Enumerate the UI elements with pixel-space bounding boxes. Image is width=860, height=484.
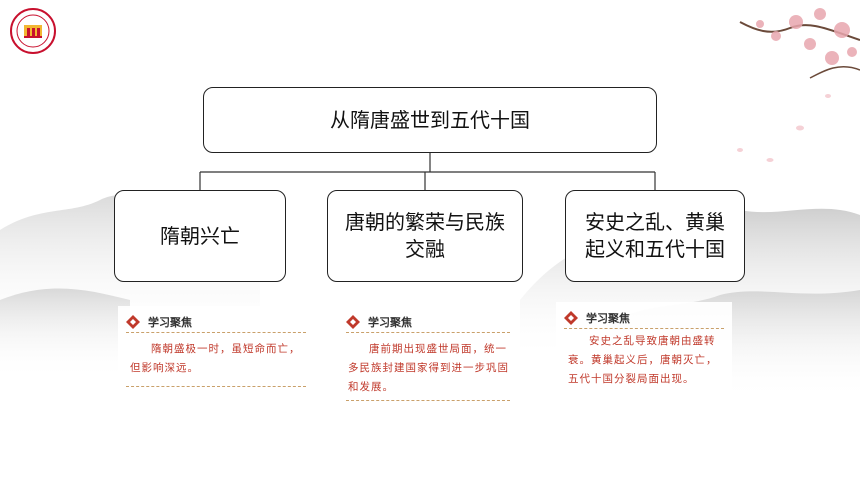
root-label: 从隋唐盛世到五代十国 [330, 107, 530, 132]
card-heading: 学习聚焦 [368, 316, 412, 329]
card-text: 安史之乱导致唐朝由盛转衰。黄巢起义后，唐朝灭亡，五代十国分裂局面出现。 [568, 335, 718, 385]
card-text: 唐前期出现盛世局面，统一多民族封建国家得到进一步巩固和发展。 [348, 343, 509, 393]
focus-card-2: 学习聚焦 唐前期出现盛世局面，统一多民族封建国家得到进一步巩固和发展。 [338, 306, 518, 406]
child-label: 隋朝兴亡 [160, 223, 240, 248]
focus-card-3: 学习聚焦 安史之乱导致唐朝由盛转衰。黄巢起义后，唐朝灭亡，五代十国分裂局面出现。 [556, 302, 732, 410]
diamond-bullet-icon [126, 315, 140, 329]
school-seal-icon [10, 8, 56, 54]
child-label: 安史之乱、黄巢起义和五代十国 [585, 210, 725, 261]
diamond-bullet-icon [346, 315, 360, 329]
card-heading: 学习聚焦 [586, 312, 630, 325]
diamond-bullet-icon [564, 311, 578, 325]
child-label: 唐朝的繁荣与民族交融 [345, 210, 505, 261]
child-node-anshi: 安史之乱、黄巢起义和五代十国 [565, 190, 745, 282]
child-node-sui: 隋朝兴亡 [114, 190, 286, 282]
card-heading: 学习聚焦 [148, 316, 192, 329]
root-node: 从隋唐盛世到五代十国 [203, 87, 657, 153]
child-node-tang: 唐朝的繁荣与民族交融 [327, 190, 523, 282]
card-text: 隋朝盛极一时，虽短命而亡，但影响深远。 [130, 343, 301, 374]
focus-card-1: 学习聚焦 隋朝盛极一时，虽短命而亡，但影响深远。 [118, 306, 314, 396]
